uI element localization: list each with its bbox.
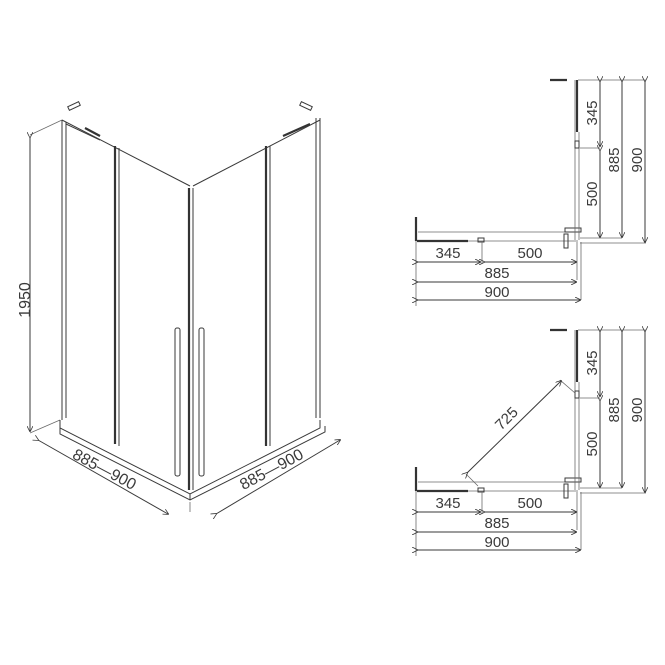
plan-bottom-right-inner: 885: [606, 397, 623, 422]
hinge-bracket-right: [282, 122, 311, 138]
plan-top-left-segment: 345: [435, 245, 460, 262]
diag-ext-right: [559, 379, 576, 394]
plan-top-inner-width: 885: [484, 265, 509, 282]
plan-bottom-outer-width: 900: [484, 534, 509, 551]
wall-bracket-right-top: [299, 100, 313, 112]
plan-bottom-right-top-segment: 345: [584, 350, 601, 375]
handle-left[interactable]: [174, 327, 181, 477]
width-left-dimension-line: [38, 440, 168, 514]
hinge-v: [574, 140, 580, 149]
handle-right[interactable]: [198, 327, 205, 477]
width-left-label: 885—900: [69, 446, 138, 494]
plan-top-outer-width: 900: [484, 284, 509, 301]
diag-ext-left: [465, 473, 479, 487]
top-rail-left: [61, 119, 191, 187]
hinge-h: [477, 487, 485, 493]
height-ext-bottom: [29, 419, 61, 434]
corner-bracket-v: [563, 483, 569, 499]
plan-view-top: 345 500 885 900 345 500 885 900: [416, 80, 646, 306]
corner-bracket-h: [564, 227, 582, 233]
plan-bottom-inner-width: 885: [484, 515, 509, 532]
plan-top-right-inner: 885: [606, 147, 623, 172]
hinge-h: [477, 237, 485, 243]
diagonal-dimension-line: [467, 381, 561, 473]
height-label: 1950: [17, 282, 34, 318]
plan-bottom-mid-segment: 500: [517, 495, 542, 512]
width-right-dimension-line: [216, 440, 340, 514]
top-bracket-left: [65, 123, 101, 141]
corner-bracket-h: [564, 477, 582, 483]
plan-bottom-right-outer: 900: [629, 397, 646, 422]
plan-top-right-outer: 900: [629, 147, 646, 172]
plan-view-bottom: 725 345 500 885 900 345 500 885 900: [416, 330, 646, 556]
plan-top-right-mid-segment: 500: [584, 181, 601, 206]
plan-top-right-top-segment: 345: [584, 100, 601, 125]
isometric-view: 1950 885—900: [17, 100, 340, 514]
plan-top-mid-segment: 500: [517, 245, 542, 262]
plan-bottom-right-mid-segment: 500: [584, 431, 601, 456]
wall-bracket-left-top: [67, 100, 81, 112]
top-rail-right: [192, 119, 321, 187]
hinge-bracket-left: [84, 127, 101, 137]
hinge-v: [574, 390, 580, 399]
corner-bracket-v: [563, 233, 569, 249]
height-ext-top: [29, 119, 63, 136]
plan-bottom-left-segment: 345: [435, 495, 460, 512]
plan-bottom-diagonal-opening: 725: [492, 404, 522, 434]
width-right-label: 885—900: [237, 446, 306, 494]
